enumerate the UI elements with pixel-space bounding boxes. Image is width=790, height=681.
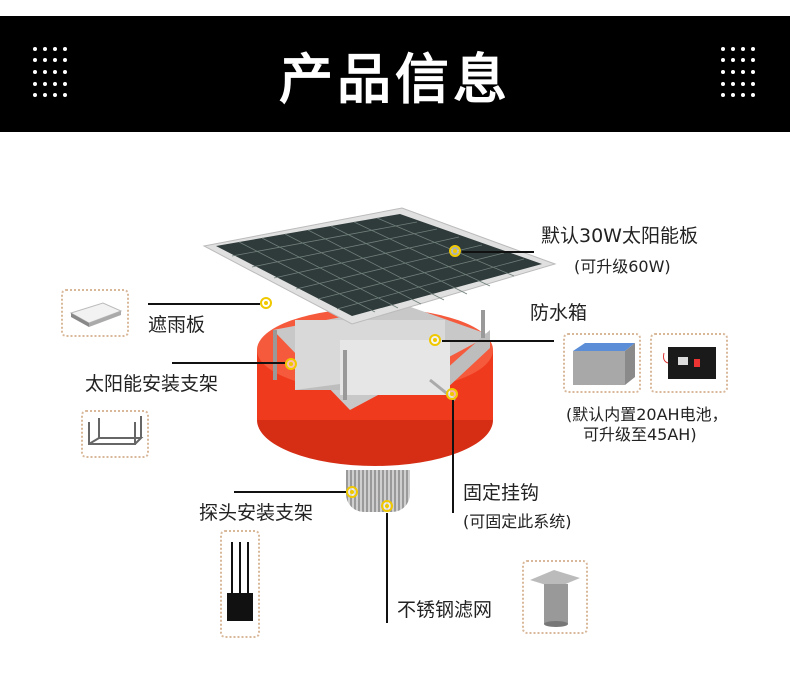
battery-note-box (548, 397, 760, 451)
label-rain-cover: 遮雨板 (148, 314, 206, 336)
leader-line-probe-bracket (234, 491, 346, 493)
decor-dot-grid-left (30, 43, 70, 101)
marker-solar-bracket[interactable] (285, 358, 297, 370)
thumb-rain-cover (61, 289, 129, 337)
thumb-battery (650, 333, 728, 393)
thumb-waterproof-box (563, 333, 641, 393)
thumb-solar-bracket (81, 410, 149, 458)
label-waterproof-box: 防水箱 (530, 302, 588, 324)
solar-panel-image (202, 206, 557, 326)
sublabel-solar-panel: (可升级60W) (574, 257, 671, 276)
label-steel-filter: 不锈钢滤网 (397, 599, 493, 621)
leader-line-waterproof-box (442, 340, 554, 342)
marker-rain-cover[interactable] (260, 297, 272, 309)
sublabel-fixing-hook: (可固定此系统) (463, 512, 572, 531)
leader-line-steel-filter (386, 513, 388, 623)
leader-line-solar-panel (462, 251, 534, 253)
leader-line-fixing-hook (452, 400, 454, 513)
label-solar-bracket: 太阳能安装支架 (85, 373, 219, 395)
label-fixing-hook: 固定挂钩 (463, 482, 540, 504)
battery-note-text-2: 可升级至45AH) (583, 425, 697, 444)
label-solar-panel: 默认30W太阳能板 (541, 225, 698, 247)
marker-probe-bracket[interactable] (346, 486, 358, 498)
battery-note-text-1: (默认内置20AH电池， (566, 405, 728, 424)
label-probe-bracket: 探头安装支架 (199, 502, 314, 524)
product-image (255, 290, 505, 490)
decor-dot-grid-right (718, 43, 758, 101)
marker-fixing-hook[interactable] (446, 388, 458, 400)
marker-steel-filter[interactable] (381, 500, 393, 512)
marker-waterproof-box[interactable] (429, 334, 441, 346)
marker-solar-panel[interactable] (449, 245, 461, 257)
page-title: 产品信息 (279, 47, 511, 111)
buoy-illustration (257, 305, 493, 466)
thumb-steel-filter (522, 560, 588, 634)
leader-line-rain-cover (148, 303, 260, 305)
thumb-probe-bracket (220, 530, 260, 638)
header-banner (0, 16, 790, 132)
leader-line-solar-bracket (172, 362, 285, 364)
